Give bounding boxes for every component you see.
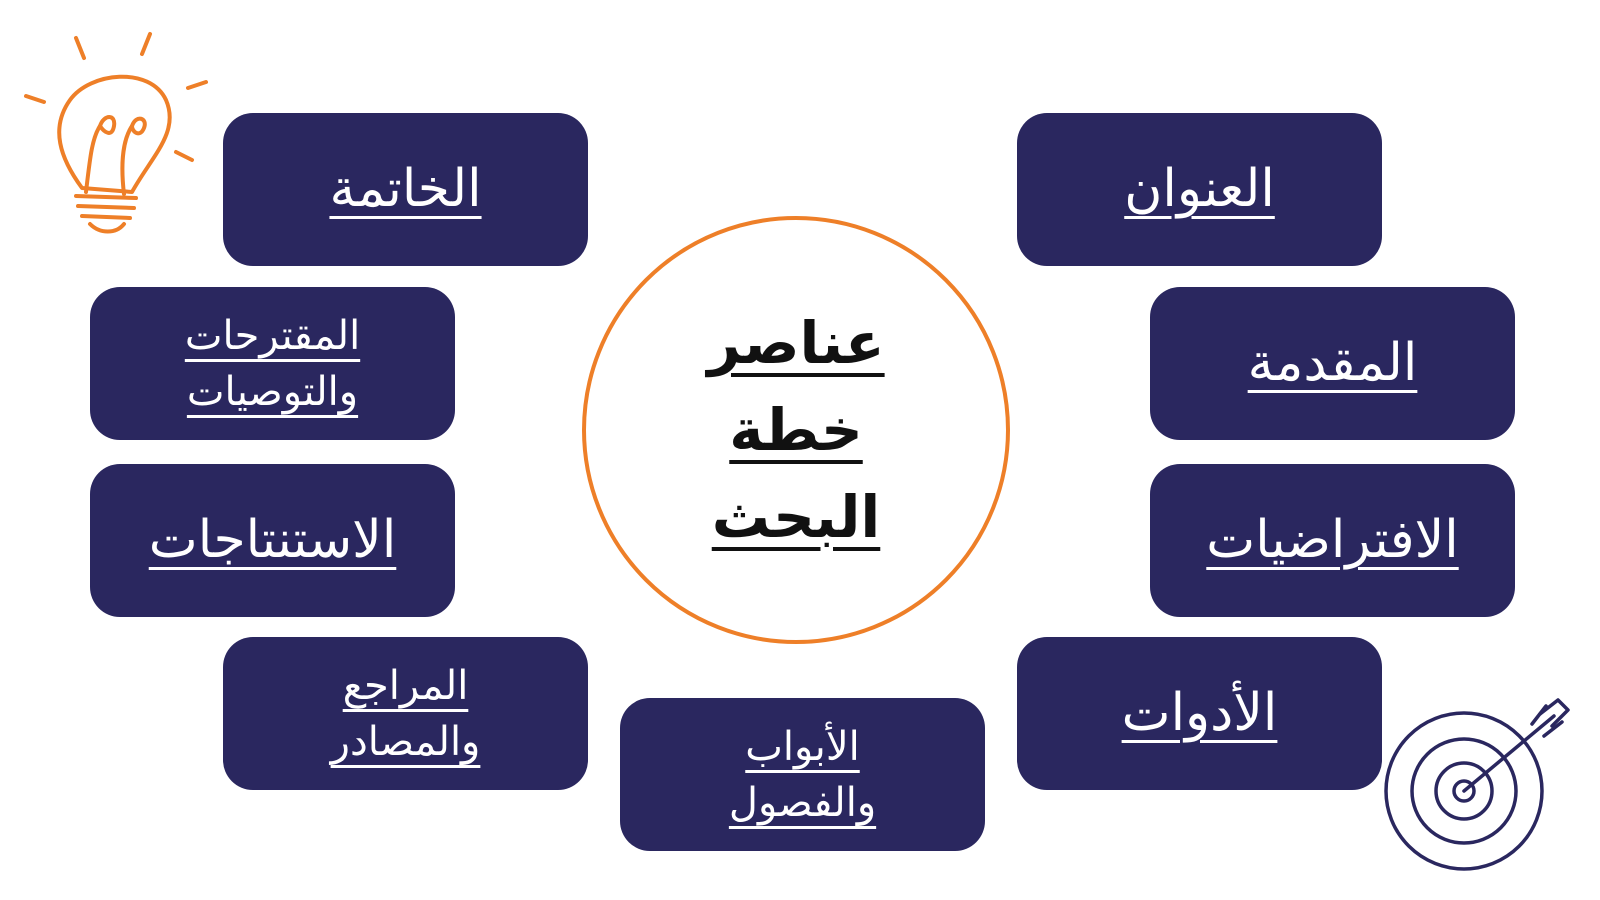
target-arrow-icon [1384, 698, 1570, 871]
tools-box: الأدوات [1017, 637, 1382, 790]
recommendations-box: المقترحات والتوصيات [90, 287, 455, 440]
tools-label: الأدوات [1121, 683, 1278, 744]
conclusion-label: الخاتمة [329, 159, 482, 220]
conclusion-box: الخاتمة [223, 113, 588, 266]
hypotheses-label: الافتراضيات [1206, 510, 1459, 571]
references-label: المراجع والمصادر [330, 662, 481, 765]
lightbulb-icon [24, 32, 208, 234]
references-box: المراجع والمصادر [223, 637, 588, 790]
introduction-label: المقدمة [1247, 333, 1418, 394]
conclusions-label: الاستنتاجات [148, 510, 397, 571]
title-label: العنوان [1124, 159, 1275, 220]
recommendations-label: المقترحات والتوصيات [184, 312, 361, 415]
title-box: العنوان [1017, 113, 1382, 266]
introduction-box: المقدمة [1150, 287, 1515, 440]
center-circle: عناصر خطة البحث [582, 216, 1010, 644]
chapters-label: الأبواب والفصول [728, 723, 877, 826]
conclusions-box: الاستنتاجات [90, 464, 455, 617]
center-title: عناصر خطة البحث [707, 308, 885, 551]
chapters-box: الأبواب والفصول [620, 698, 985, 851]
hypotheses-box: الافتراضيات [1150, 464, 1515, 617]
